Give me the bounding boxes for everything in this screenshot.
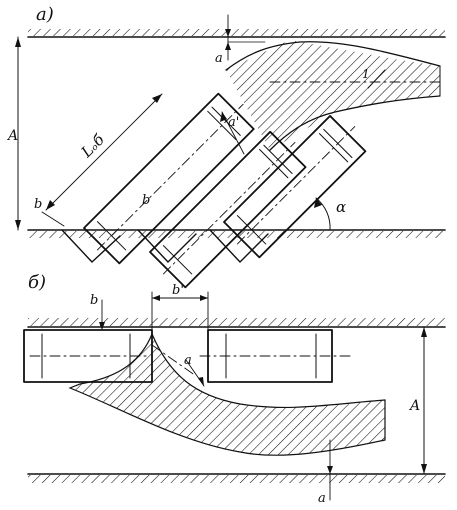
top-wall-a (27, 29, 446, 38)
label-L-ob: Lₒб (77, 130, 109, 162)
dimension-a-prime: a' (220, 111, 245, 155)
label-b-panel-b: b (90, 293, 98, 308)
dimension-b-inner: b (142, 193, 150, 208)
angle-alpha: α (314, 197, 346, 231)
bottom-wall-b (27, 473, 446, 483)
label-alpha: α (336, 198, 346, 216)
label-b-inner: b (142, 193, 150, 208)
tube-box-right-b (199, 329, 353, 383)
dimension-b-edge: b (34, 197, 65, 227)
label-a-gap: a (215, 51, 223, 66)
inclined-tube-1 (83, 92, 255, 265)
dimension-b-panel-b: b (90, 293, 105, 331)
label-A-b: A (408, 398, 420, 414)
panel-a-label: a) (36, 4, 54, 25)
dimension-a-bottom: a (318, 439, 333, 506)
label-b-edge: b (34, 197, 42, 212)
panel-b-label: б) (28, 272, 46, 293)
tube-box-left-b (23, 329, 153, 383)
dimension-a-gap-a: a (215, 14, 266, 66)
label-a-bottom: a (318, 491, 326, 506)
label-a-prime: a' (228, 115, 239, 130)
panel-a: a) A 1 (6, 4, 446, 289)
dimension-a-gap-b: a (184, 353, 205, 387)
jet-flow-region-b (68, 332, 386, 456)
label-A-a: A (6, 128, 18, 144)
flow-number-label: 1 (362, 67, 370, 81)
label-b-prime: b' (172, 283, 184, 298)
wall-notches-a (61, 229, 269, 263)
panel-b: б) (23, 272, 446, 506)
label-a-gap-b: a (184, 353, 192, 368)
dimension-A-panel-a: A (6, 36, 21, 231)
inclined-tube-3 (223, 115, 367, 259)
dimension-A-panel-b: A (408, 326, 427, 475)
inclined-tube-2 (149, 130, 307, 289)
dimension-b-prime: b' (151, 283, 209, 335)
top-wall-b (27, 318, 446, 328)
